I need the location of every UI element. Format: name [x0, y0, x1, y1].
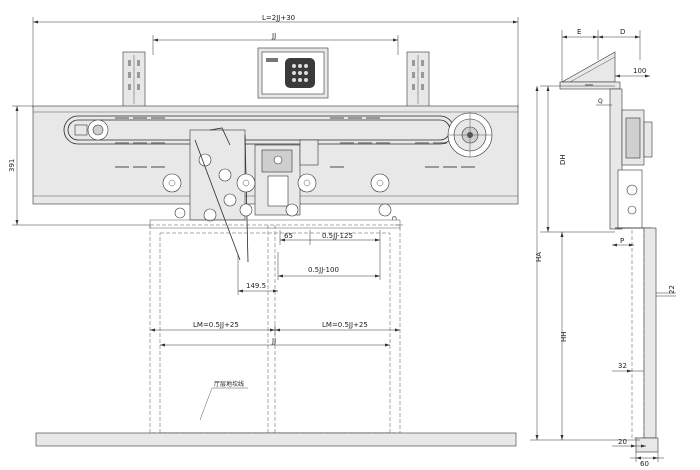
- dimension-p: P: [612, 237, 634, 247]
- dim-label-opening-top: JJ: [271, 32, 276, 40]
- front-view: L=2JJ+30 JJ: [8, 14, 519, 447]
- idler-pulley: [74, 119, 109, 141]
- dimension-e-d: E D: [561, 28, 641, 82]
- sill: [35, 432, 517, 447]
- door-rollers: [162, 173, 392, 219]
- dimension-row-1: 65 0.5JJ-125: [279, 230, 381, 245]
- dim-label-65: 65: [284, 232, 293, 240]
- side-operator-body: [609, 88, 653, 230]
- dim-label-dh: DH: [559, 154, 567, 165]
- dimension-overall-width: L=2JJ+30: [32, 14, 519, 108]
- dim-label-149-5: 149.5: [246, 282, 266, 290]
- dim-label-e: E: [577, 28, 581, 36]
- dimension-row-2: 0.5JJ-100: [277, 245, 381, 280]
- side-view: E D 100: [530, 28, 676, 468]
- door-hanger-mechanism: [189, 127, 319, 263]
- dim-label-ha: HA: [535, 252, 543, 262]
- dimension-vertical: DH HA HH: [530, 85, 640, 441]
- dim-label-391: 391: [8, 159, 16, 172]
- dimension-opening-bottom: JJ: [160, 337, 390, 347]
- dim-label-60: 60: [640, 460, 649, 468]
- beam-slots: [115, 117, 475, 168]
- dim-label-d: D: [620, 28, 625, 36]
- dimension-32: 32: [612, 362, 644, 373]
- dimension-100: 100: [615, 67, 650, 78]
- dim-label-lm-right: LM=0.5JJ+25: [322, 321, 368, 329]
- right-mounting-bracket: [406, 51, 430, 108]
- door-controller-box: [257, 47, 329, 99]
- small-c-label: C: [390, 216, 397, 220]
- floor-note-text: 厅层地坎线: [214, 380, 244, 388]
- dimension-opening-top: JJ: [152, 32, 399, 55]
- dimension-q: Q: [596, 98, 612, 106]
- dim-label-half-minus-125: 0.5JJ-125: [322, 232, 353, 240]
- dim-label-p: P: [620, 237, 624, 245]
- motor-pulley: [447, 112, 493, 158]
- dim-label-32: 32: [618, 362, 627, 370]
- dim-label-overall-width: L=2JJ+30: [262, 14, 295, 22]
- dimension-22: 22: [656, 285, 676, 297]
- dimension-lm: LM=0.5JJ+25 LM=0.5JJ+25: [150, 321, 400, 335]
- dim-label-hh: HH: [560, 331, 568, 342]
- left-mounting-bracket: [122, 51, 146, 108]
- side-door-panel: [631, 227, 659, 453]
- dim-label-half-minus-100: 0.5JJ-100: [308, 266, 339, 274]
- dim-label-100: 100: [633, 67, 646, 75]
- floor-line-note: 厅层地坎线: [199, 380, 248, 421]
- dim-label-lm-left: LM=0.5JJ+25: [193, 321, 239, 329]
- dim-label-q: Q: [598, 98, 603, 105]
- dimension-row-3: 149.5: [237, 255, 278, 295]
- dim-label-22: 22: [668, 285, 676, 294]
- drive-belt: [63, 115, 455, 145]
- dimension-bottom-side: 20 60: [612, 438, 664, 468]
- dimension-height-391: 391: [8, 105, 150, 226]
- side-bracket: [559, 51, 621, 90]
- dim-label-opening-bottom: JJ: [271, 337, 276, 345]
- dim-label-20: 20: [618, 438, 627, 446]
